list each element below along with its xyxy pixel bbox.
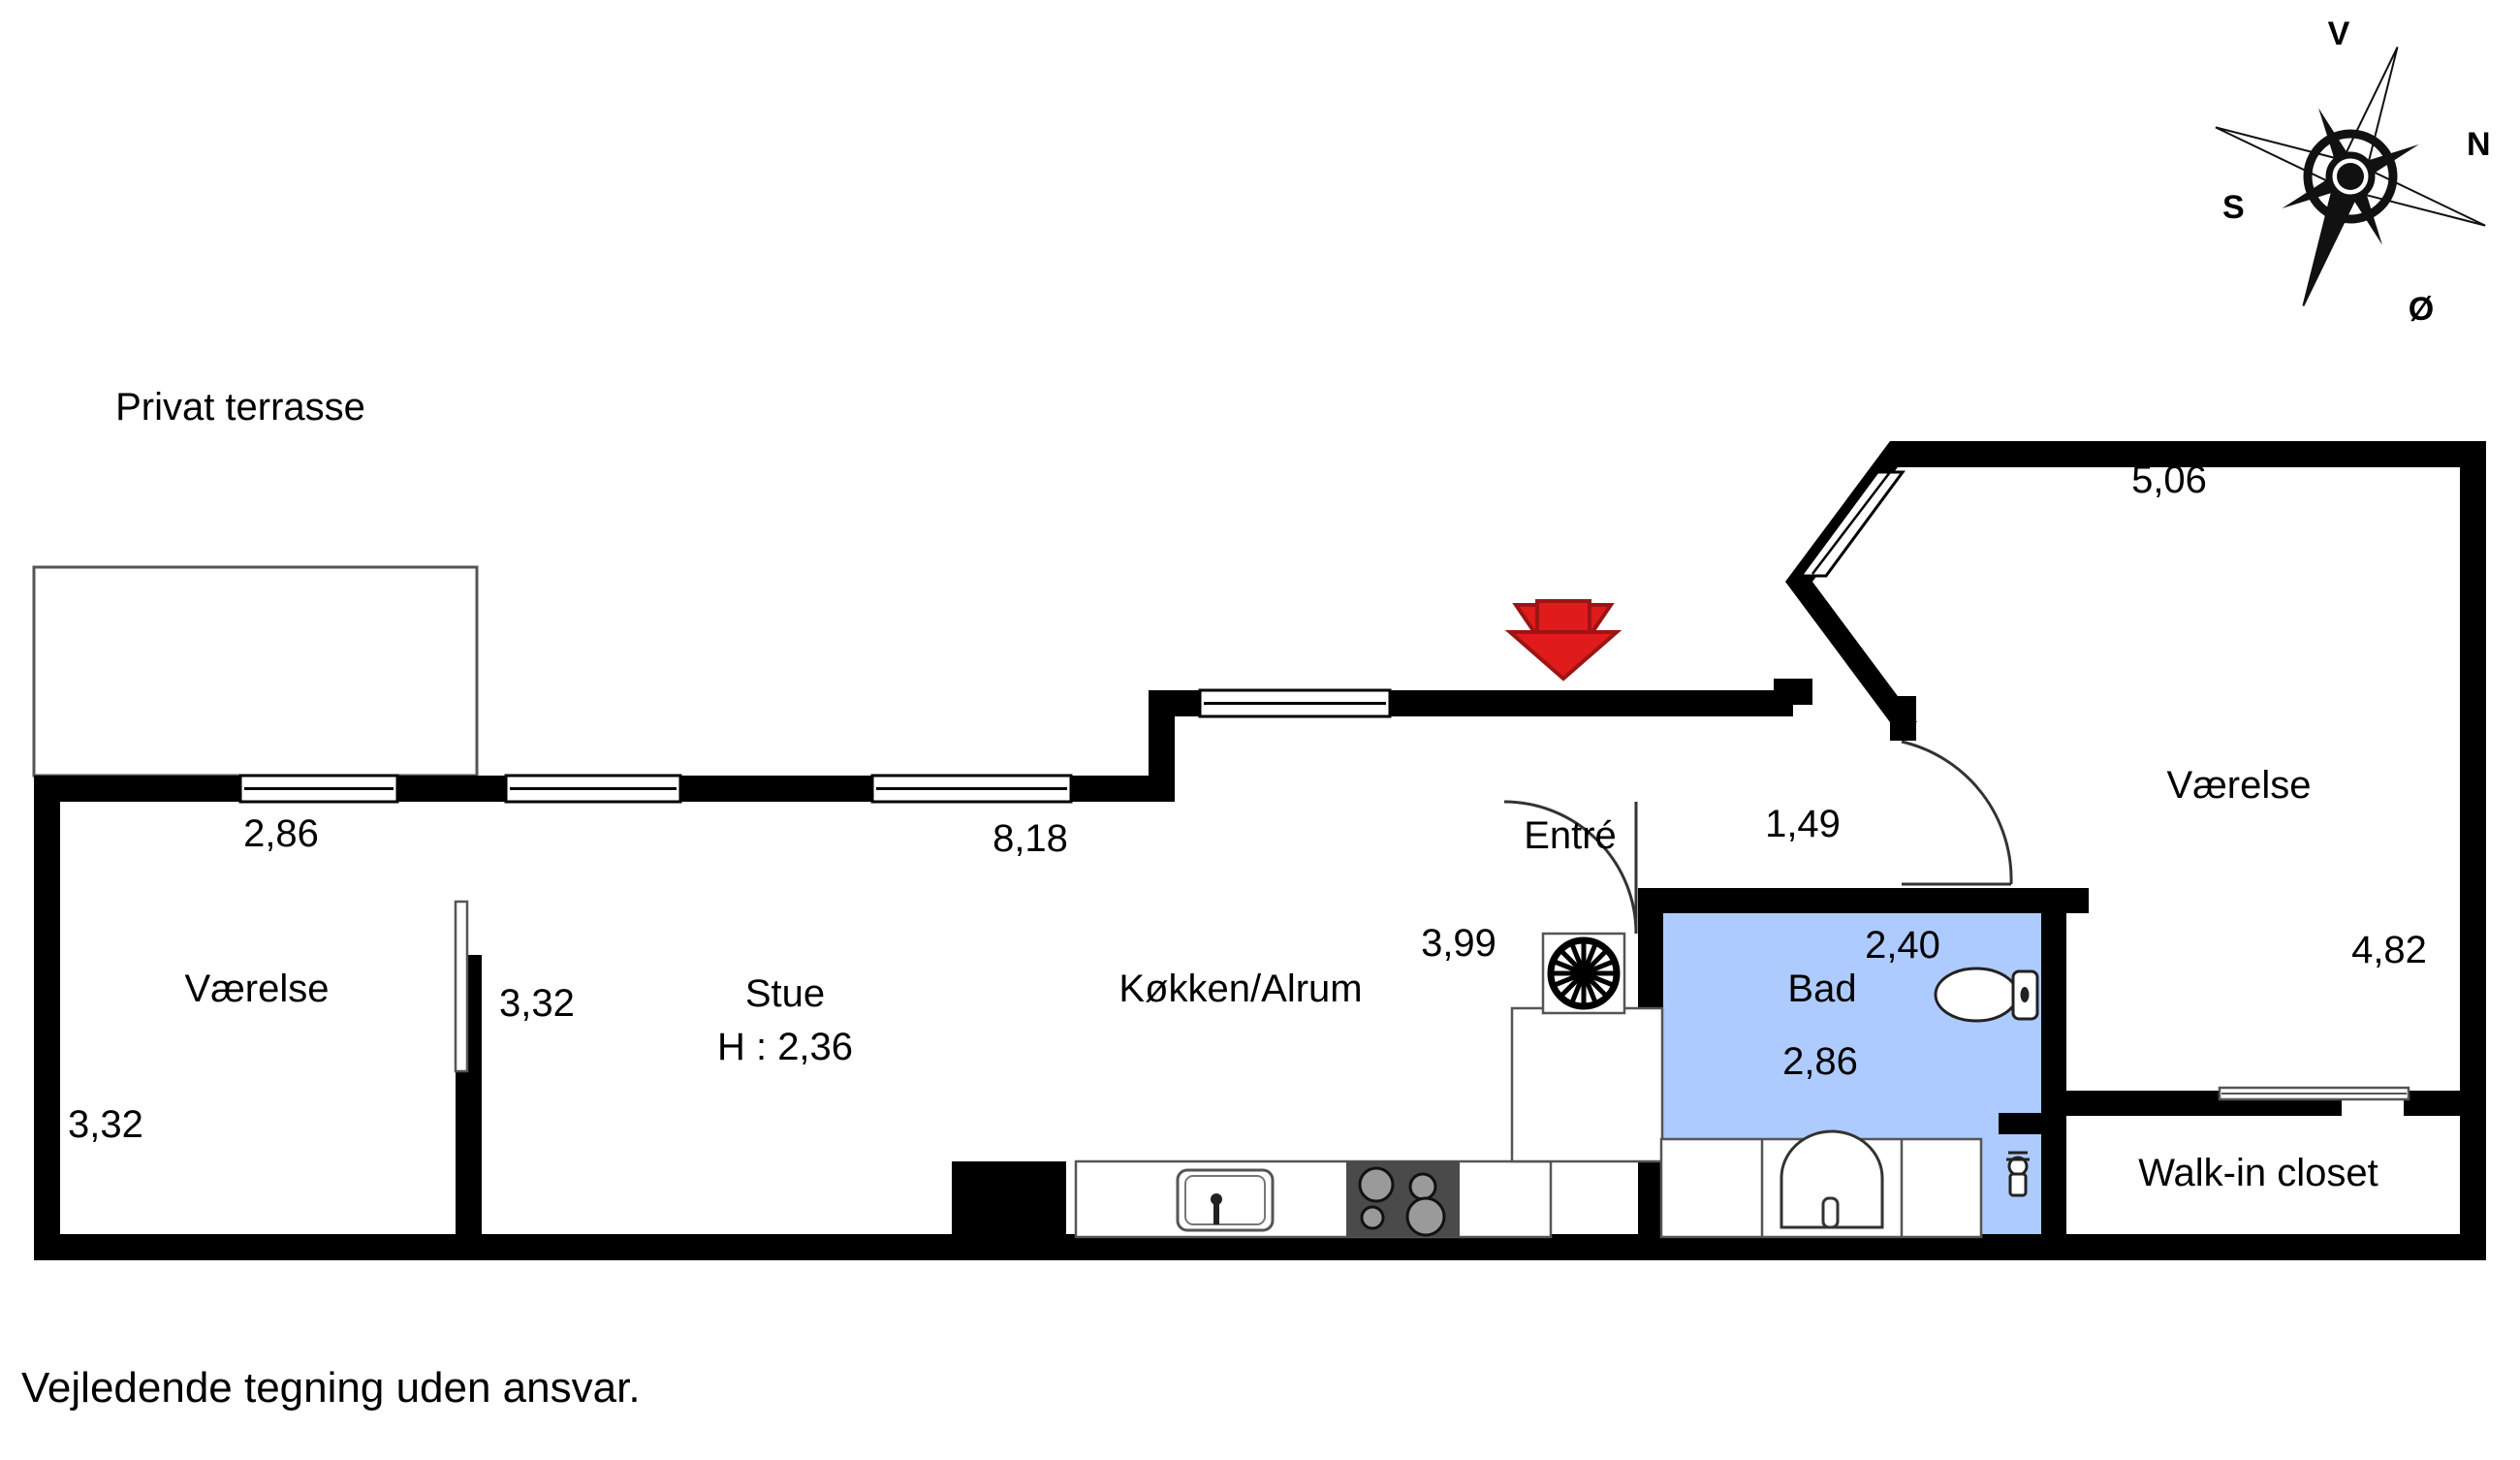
dimension-room-right-top: 5,06 — [2131, 459, 2207, 501]
compass-label-east: Ø — [2408, 291, 2435, 328]
room-label-vaerelse-left: Værelse — [184, 968, 330, 1010]
room-label-kokken-alrum: Køkken/Alrum — [1118, 968, 1363, 1010]
compass-label-south: S — [2222, 189, 2245, 226]
washbasin-icon — [1780, 1129, 1884, 1229]
dimension-bath-width: 2,86 — [1782, 1040, 1858, 1083]
kitchen-units — [1074, 932, 1664, 1239]
window-diagonal — [1798, 470, 1906, 578]
dimension-room-right-right: 4,82 — [2351, 929, 2427, 971]
window-terrace — [238, 774, 399, 804]
dimension-bath-top: 2,40 — [1865, 924, 1940, 967]
door-closet-sliding — [2218, 1086, 2410, 1101]
window-living-1 — [504, 774, 682, 804]
kitchen-sink-icon — [1176, 1168, 1275, 1232]
terrace-outline — [32, 565, 479, 778]
entrance-arrow-icon — [1504, 599, 1622, 682]
living-room-height-note: H : 2,36 — [716, 1026, 854, 1068]
room-label-vaerelse-right: Værelse — [2166, 764, 2312, 807]
dimension-terrace-width: 2,86 — [243, 812, 319, 855]
compass-rose-icon — [2215, 47, 2486, 306]
dimension-room-left-height: 3,32 — [68, 1103, 143, 1146]
room-label-walkin-closet: Walk-in closet — [2138, 1152, 2378, 1194]
compass-label-north: N — [2467, 126, 2491, 163]
door-entry — [1503, 777, 1638, 935]
dimension-kitchen-right: 3,99 — [1421, 922, 1496, 965]
dimension-entry-right: 1,49 — [1765, 803, 1841, 845]
window-living-2 — [870, 774, 1073, 804]
windows — [238, 470, 1906, 804]
room-label-terrace: Privat terrasse — [115, 386, 365, 428]
compass-label-west: V — [2327, 16, 2350, 52]
toilet-icon — [1934, 967, 2039, 1023]
room-label-stue: Stue — [744, 972, 826, 1015]
disclaimer-text: Vejledende tegning uden ansvar. — [21, 1364, 641, 1412]
cooktop-icon — [1346, 1161, 1460, 1237]
ventilation-fan-icon — [1541, 932, 1626, 1015]
door-room-left — [454, 900, 469, 1073]
room-label-bad: Bad — [1787, 968, 1857, 1010]
doors — [454, 740, 2410, 1101]
dimension-room-left-right-height: 3,32 — [499, 982, 575, 1025]
bathroom-fixtures — [1659, 967, 2039, 1239]
room-label-entre: Entré — [1524, 814, 1617, 857]
shower-mixer-icon — [2006, 1151, 2030, 1197]
window-kitchen — [1198, 688, 1392, 718]
dimension-living-top: 8,18 — [992, 817, 1068, 860]
door-bedroom-right — [1901, 740, 2013, 886]
